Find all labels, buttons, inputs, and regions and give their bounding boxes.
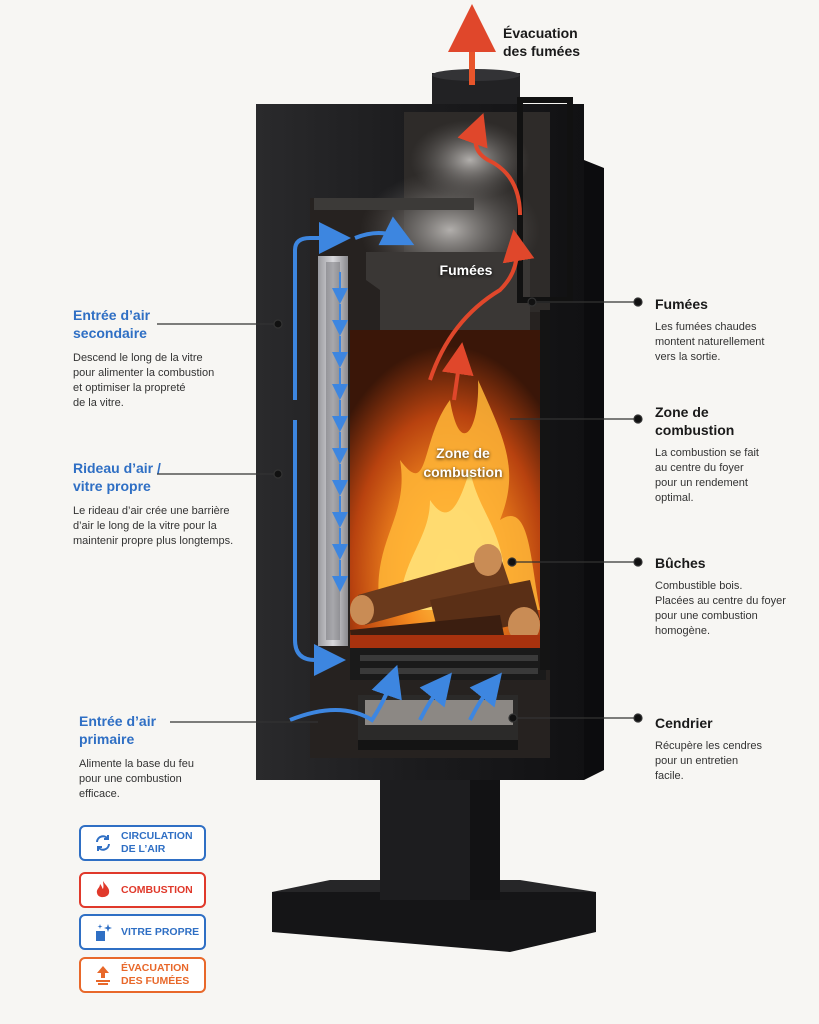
callout-desc: La combustion se fait au centre du foyer… (655, 447, 759, 504)
baffle-plate (366, 252, 530, 338)
legend-combustion: COMBUSTION (79, 872, 206, 908)
callout-desc: Combustible bois. Placées au centre du f… (655, 580, 786, 637)
callout-desc: Le rideau d’air crée une barrière d’air … (73, 505, 234, 547)
air-arrow-curtain-down (293, 420, 346, 676)
callout-entree-air-primaire: Entrée d’air primaire Alimente la base d… (79, 712, 279, 802)
smoke-arrow-upper (457, 112, 522, 216)
callout-title: Bûches (655, 555, 706, 571)
callout-desc: Descend le long de la vitre pour aliment… (73, 352, 215, 409)
smoke-arrow-flame (441, 342, 474, 401)
callout-rideau-air: Rideau d’air / vitre propre Le rideau d’… (73, 459, 273, 549)
legend-circulation-air: CIRCULATION DE L’AIR (79, 825, 206, 861)
inline-label-zone: Zone de combustion (423, 445, 503, 480)
legend-label: ÉVACUATION DES FUMÉES (121, 962, 190, 987)
callout-title: Zone de combustion (655, 404, 735, 438)
recycle-arrows-icon (89, 833, 117, 853)
flame-icon (89, 880, 117, 900)
sparkle-window-icon (89, 922, 117, 942)
air-arrow-secondary-inner (354, 216, 415, 246)
top-label-evacuation: Évacuation des fumées (503, 25, 581, 59)
air-arrow-primary (289, 664, 402, 723)
callout-title: Fumées (655, 296, 708, 312)
legend-vitre-propre: VITRE PROPRE (79, 914, 206, 950)
callout-cendrier: Cendrier Récupère les cendres pour un en… (655, 714, 805, 784)
callout-title: Cendrier (655, 715, 713, 731)
grate (350, 648, 546, 680)
callout-buches: Bûches Combustible bois. Placées au cent… (655, 554, 815, 639)
stove-base-plate (272, 892, 596, 952)
inline-label-fumees: Fumées (439, 262, 493, 278)
callout-title: Rideau d’air / vitre propre (73, 460, 161, 494)
air-arrow-secondary-outer (293, 222, 351, 400)
callout-desc: Alimente la base du feu pour une combust… (79, 758, 194, 800)
callout-title: Entrée d’air secondaire (73, 307, 151, 341)
callout-zone-combustion: Zone de combustion La combustion se fait… (655, 403, 805, 506)
callout-desc: Récupère les cendres pour un entretien f… (655, 740, 763, 782)
callout-fumees: Fumées Les fumées chaudes montent nature… (655, 295, 805, 365)
legend-label: COMBUSTION (121, 883, 193, 896)
exhaust-arrow-icon (89, 965, 117, 985)
callout-desc: Les fumées chaudes montent naturellement… (655, 321, 765, 363)
logs (350, 544, 540, 650)
callout-entree-air-secondaire: Entrée d’air secondaire Descend le long … (73, 306, 273, 411)
legend-evacuation-fumees: ÉVACUATION DES FUMÉES (79, 957, 206, 993)
legend-label: VITRE PROPRE (121, 925, 200, 938)
legend-label: CIRCULATION DE L’AIR (121, 830, 193, 855)
callout-title: Entrée d’air primaire (79, 713, 157, 747)
